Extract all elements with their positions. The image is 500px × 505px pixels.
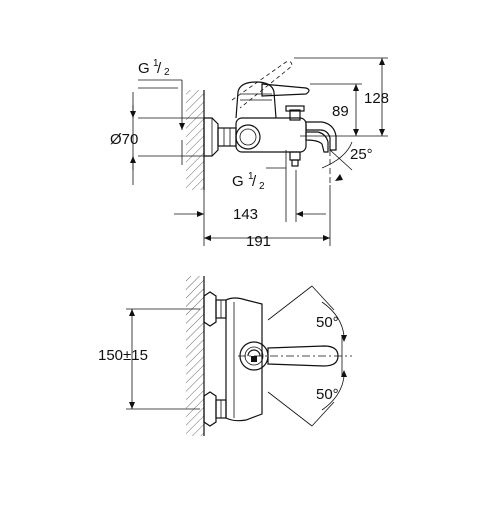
lower-connector: [203, 391, 227, 427]
svg-text:1: 1: [248, 171, 254, 182]
width-191-label: 191: [246, 233, 271, 250]
bottom-view: 50° 50° 150±15: [98, 276, 352, 436]
angle-top-label: 50°: [316, 314, 339, 331]
spacing-label: 150±15: [98, 347, 148, 364]
diameter-label: Ø70: [110, 131, 138, 148]
dim-89: 89: [310, 83, 362, 136]
mixer-body-plan: [225, 297, 263, 422]
dim-diameter: Ø70: [110, 105, 204, 170]
dim-143: 143: [174, 170, 326, 246]
dim-g-thread-bottom: G 1 / 2: [232, 150, 287, 222]
svg-text:/: /: [157, 60, 162, 77]
diverter-knob: [285, 105, 305, 121]
top-view: G 1 / 2 Ø70 89: [110, 57, 389, 250]
angle-bottom-label: 50°: [316, 386, 339, 403]
swing-arcs: [267, 285, 347, 427]
svg-text:/: /: [252, 173, 257, 190]
g-left-fraction-den: 2: [164, 67, 170, 78]
spout: [305, 121, 337, 153]
angle-25-label: 25°: [350, 146, 373, 163]
lever-plan: [238, 345, 352, 367]
dim-g-thread-left: G 1 / 2: [132, 58, 183, 185]
shower-outlet: [289, 151, 301, 167]
width-143-label: 143: [233, 206, 258, 223]
lever-handle: [231, 61, 310, 109]
cartridge-dome: [235, 81, 277, 119]
wall-flange: [203, 117, 219, 157]
g-bottom-base: G: [232, 173, 244, 190]
height-89-label: 89: [332, 103, 349, 120]
wall-top: [186, 90, 205, 190]
wall-bottom: [186, 276, 205, 436]
dim-150: 150±15: [98, 308, 200, 410]
dim-128: 128: [294, 57, 389, 137]
dim-25deg: 25°: [321, 141, 373, 181]
connector-nut: [217, 127, 237, 147]
g-left-fraction-num: 1: [153, 58, 159, 69]
mixer-body: [235, 117, 307, 153]
dim-191: 191: [204, 185, 331, 250]
svg-text:2: 2: [259, 181, 265, 192]
g-left-base: G: [138, 60, 150, 77]
upper-connector: [203, 291, 227, 327]
height-128-label: 128: [364, 90, 389, 107]
